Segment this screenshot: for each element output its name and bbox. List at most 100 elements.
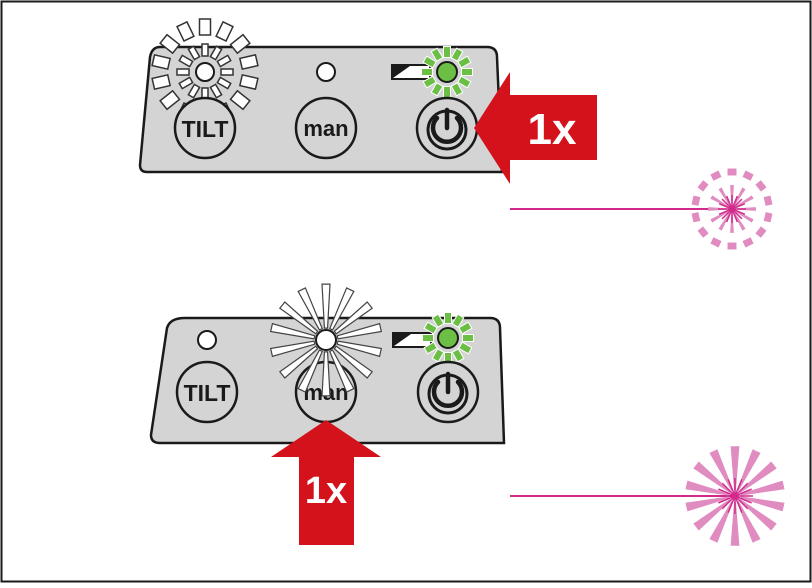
laser-flash-dash [697, 180, 709, 192]
step1-power-icon [426, 107, 468, 151]
step1-man-label: man [303, 116, 348, 141]
power-led-green-dash [443, 86, 451, 98]
tilt-led-outer-dash [238, 53, 259, 71]
step2-man-led [315, 329, 337, 351]
laser-flash-dash [710, 237, 722, 248]
step2-press-arrow: 1x [271, 420, 381, 545]
laser-petal [693, 461, 731, 494]
tilt-led-inner-dash [176, 68, 190, 76]
power-led-green-dash [450, 47, 464, 62]
laser-petal [739, 498, 777, 531]
step2-press-count: 1x [305, 470, 347, 512]
tilt-led-inner-dash [178, 54, 194, 68]
power-led-green-dash [422, 334, 434, 342]
power-led-green-dash [431, 348, 445, 363]
laser-petal [685, 496, 730, 512]
power-led-green-dash [430, 47, 444, 62]
power-led-green-dash [451, 348, 465, 363]
step1-man-button[interactable]: man [294, 96, 358, 160]
step2-power-icon [427, 371, 469, 415]
laser-petal [708, 207, 728, 211]
man-led-petal [297, 287, 324, 331]
power-led-green-dash [457, 55, 472, 69]
tilt-led-inner-dash [209, 45, 223, 61]
step2-power-led [437, 327, 459, 349]
power-led-green-dash [423, 321, 438, 335]
step1-power-led [436, 61, 458, 83]
power-led-green-dash [462, 334, 474, 342]
man-led-petal [321, 283, 331, 329]
tilt-led-inner-dash [220, 68, 234, 76]
laser-petal [740, 480, 785, 496]
tilt-led-outer-dash [151, 53, 172, 71]
power-led-green-dash [461, 68, 473, 76]
tilt-led-outer-dash [151, 73, 172, 91]
laser-flash-dash [742, 170, 754, 181]
power-led-green-dash [422, 75, 437, 89]
step1-tilt-label: TILT [182, 116, 229, 142]
man-led-petal [297, 349, 324, 393]
laser-flash-dash [691, 195, 701, 206]
laser-flash-dash [710, 170, 722, 181]
step2-power-button[interactable] [416, 360, 480, 424]
laser-flash-dash [697, 226, 709, 238]
tilt-led-outer-dash [159, 33, 181, 55]
laser-flash-dash [727, 242, 737, 250]
power-led-green-dash [423, 341, 438, 355]
tilt-led-inner-dash [209, 83, 223, 99]
step1-laser-flash-ring [691, 168, 773, 250]
laser-petal [733, 212, 746, 231]
tilt-led-inner-dash [216, 76, 232, 90]
laser-petal [730, 213, 734, 233]
man-led-petal [269, 340, 316, 358]
step1-power-button[interactable] [415, 96, 479, 160]
tilt-led-inner-dash [187, 83, 201, 99]
laser-petal [736, 207, 756, 211]
laser-petal [736, 500, 761, 543]
step2-laser-dot [685, 446, 785, 546]
tilt-led-inner-dash [187, 45, 201, 61]
step2-power-led-flash-rays [422, 312, 474, 364]
step1-tilt-led [195, 62, 215, 82]
tilt-led-inner-dash [216, 54, 232, 68]
laser-star-line [718, 202, 746, 216]
power-led-green-dash [458, 321, 473, 335]
laser-petal [685, 480, 730, 496]
power-led-green-dash [458, 341, 473, 355]
step1-group: TILT man 1x [138, 18, 773, 250]
laser-petal [710, 210, 729, 223]
tilt-led-outer-dash [229, 33, 251, 55]
laser-petal [709, 449, 734, 492]
power-led-green-dash [443, 46, 451, 58]
step1-tilt-button[interactable]: TILT [173, 96, 237, 160]
step2-tilt-button[interactable]: TILT [175, 360, 239, 424]
tilt-led-outer-dash [229, 89, 251, 111]
step1-laser-dot [708, 185, 756, 233]
laser-flash-dash [755, 226, 767, 238]
laser-flash-dash [727, 168, 737, 176]
laser-petal [710, 195, 729, 208]
man-led-petal [328, 287, 355, 331]
tilt-led-inner-dash [178, 76, 194, 90]
laser-petal [736, 449, 761, 492]
laser-petal [735, 195, 754, 208]
laser-flash-dash [755, 180, 767, 192]
step2-tilt-led [197, 330, 217, 350]
tilt-led-outer-dash [215, 20, 234, 43]
laser-petal [718, 187, 731, 206]
man-led-petal [278, 301, 319, 335]
step1-man-led [316, 62, 336, 82]
laser-star-line [718, 488, 752, 504]
man-led-petal [278, 345, 319, 379]
step2-tilt-label: TILT [184, 380, 231, 406]
step2-man-led-rays [269, 283, 383, 397]
man-led-petal [321, 351, 331, 397]
tilt-led-outer-dash [198, 18, 212, 36]
laser-petal [718, 212, 731, 231]
laser-petal [730, 501, 740, 546]
man-led-petal [336, 340, 383, 358]
power-led-green-dash [422, 55, 437, 69]
tilt-led-outer-dash [176, 20, 195, 43]
